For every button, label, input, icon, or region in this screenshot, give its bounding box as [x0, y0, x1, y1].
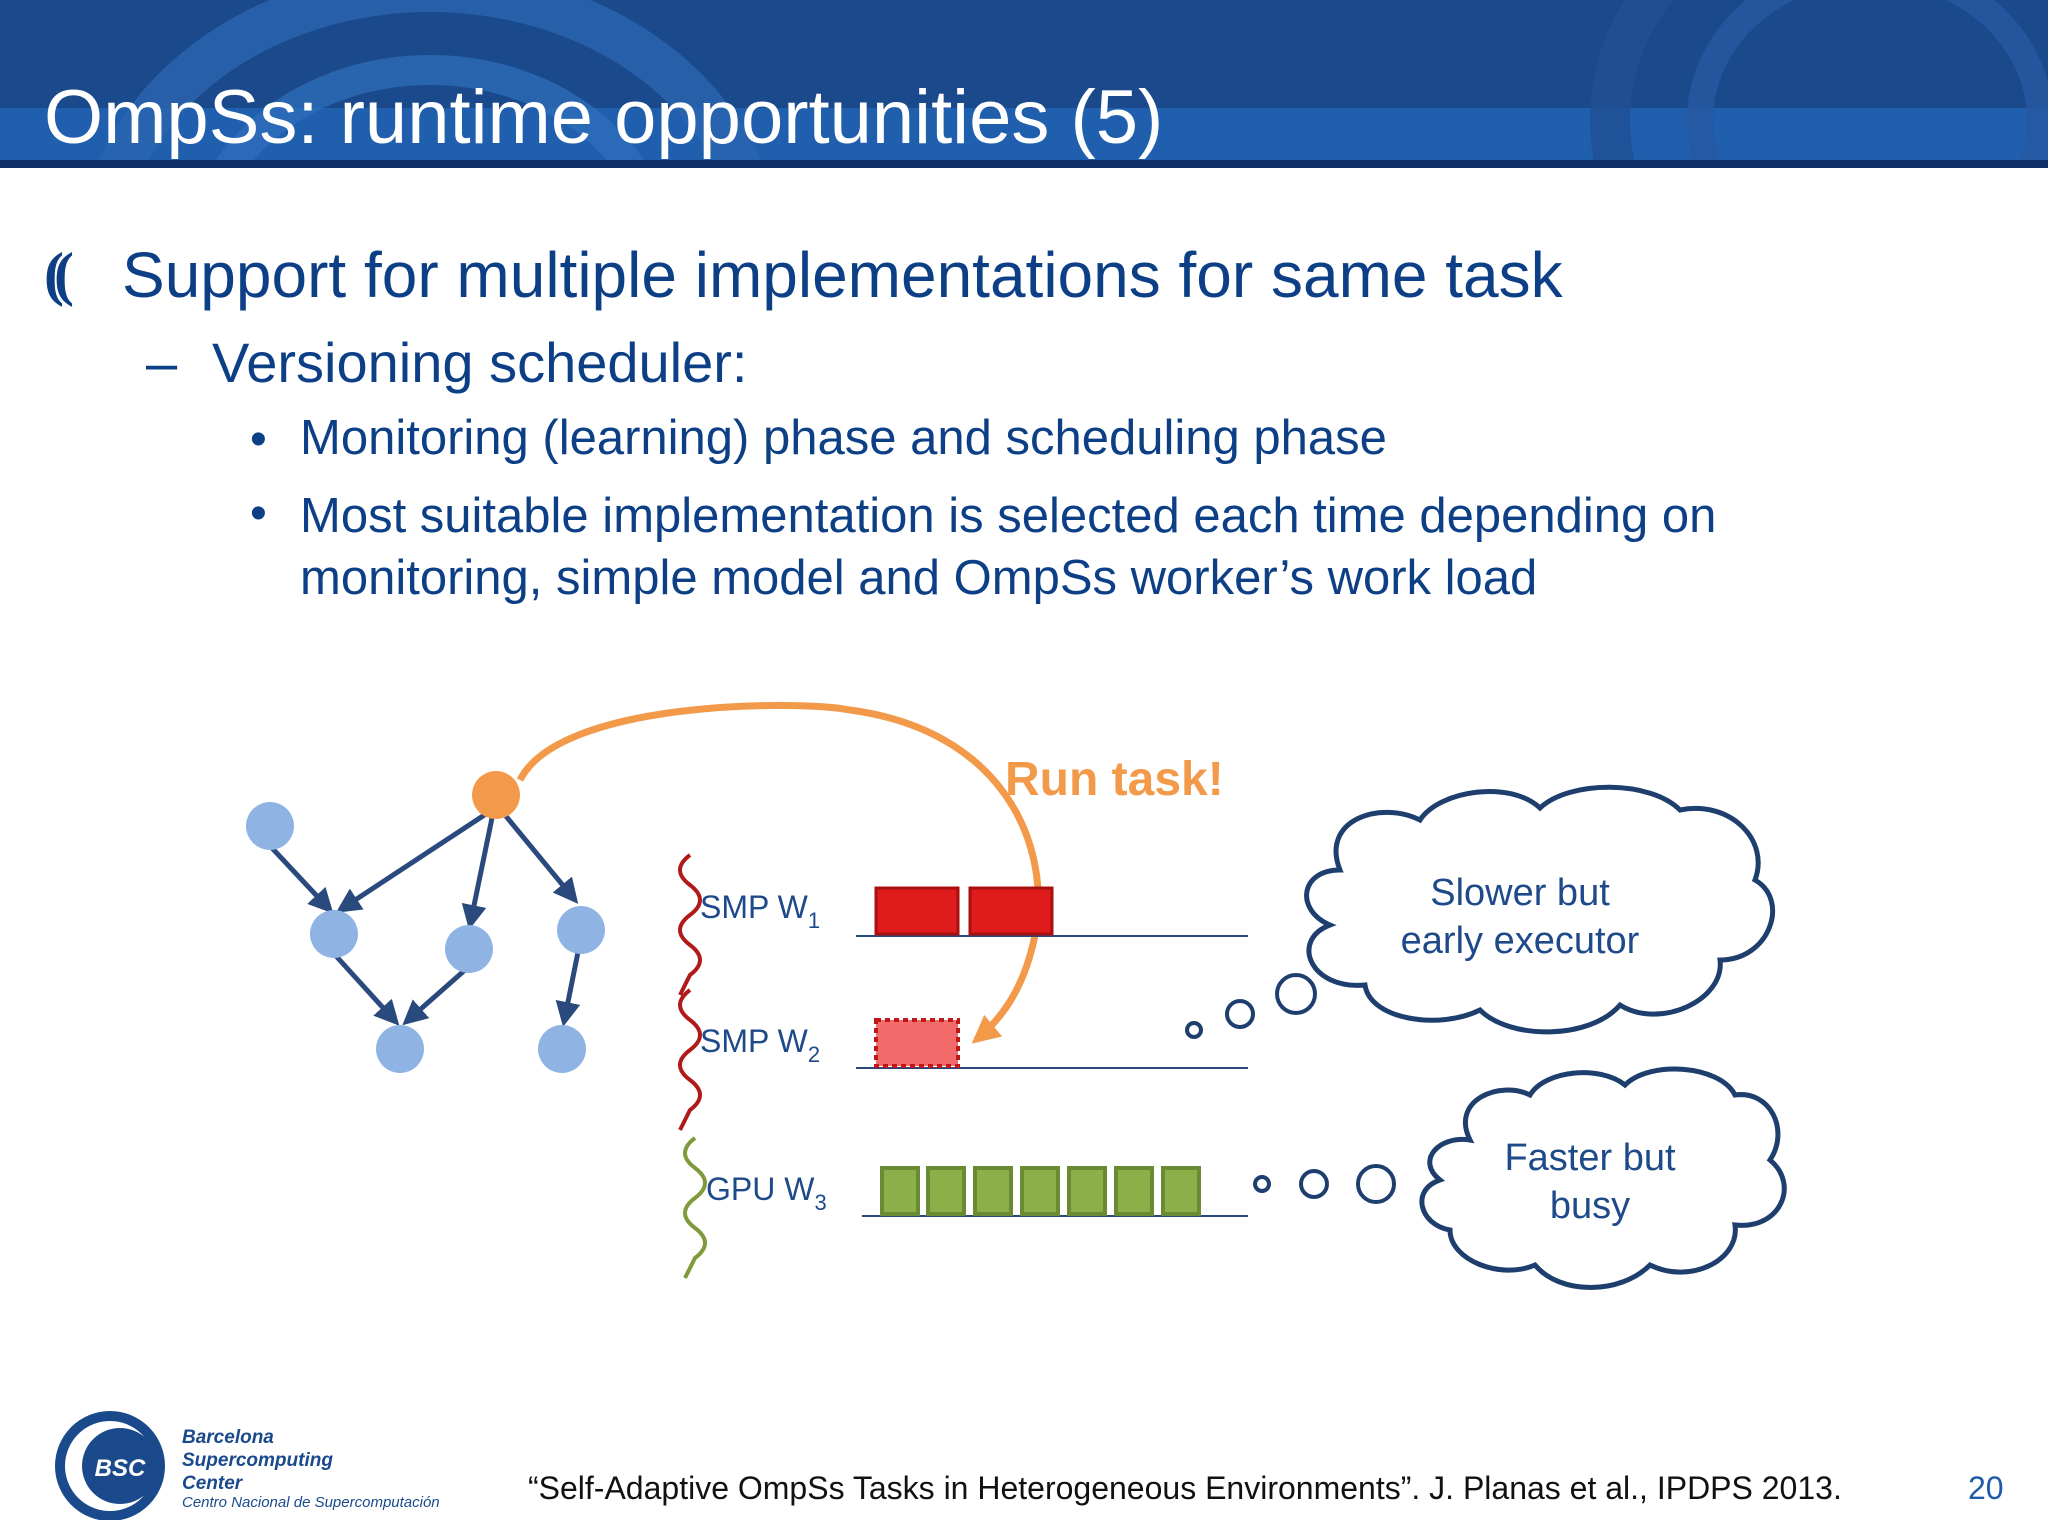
ready-task-node: [472, 771, 520, 819]
graph-edge: [461, 817, 495, 930]
task-node: [538, 1025, 586, 1073]
thought-dot: [1356, 1164, 1396, 1204]
bullet-main: Support for multiple implementations for…: [122, 239, 1563, 311]
logo-line2: Supercomputing: [182, 1450, 333, 1471]
point-monitoring: Monitoring (learning) phase and scheduli…: [300, 411, 1387, 465]
slide-title: OmpSs: runtime opportunities (5): [44, 75, 1164, 160]
logo-line3: Center: [182, 1473, 243, 1494]
thought-dot: [1275, 973, 1317, 1015]
logo-line1: Barcelona: [182, 1427, 274, 1448]
cloud-faster-line1: Faster but: [1504, 1137, 1676, 1179]
sub-bullet: Versioning scheduler:: [212, 331, 748, 394]
cloud-slower-line1: Slower but: [1430, 872, 1610, 914]
bullet-dot-2: •: [250, 487, 267, 540]
task-graph: [270, 807, 581, 1027]
cloud-slower-line2: early executor: [1401, 920, 1640, 962]
smp1-task-block: [874, 886, 960, 936]
header-banner: OmpSs: runtime opportunities (5): [0, 0, 2048, 168]
worker-label-smp1: SMP W1: [700, 889, 820, 933]
point-selection: Most suitable implementation is selected…: [300, 485, 1716, 609]
worker-label-gpu: GPU W3: [706, 1171, 827, 1215]
task-node: [557, 906, 605, 954]
smp-worker-2-squiggle-icon: [678, 988, 702, 1131]
gpu-task-block: [973, 1166, 1013, 1216]
smp-worker-1-squiggle-icon: [678, 853, 702, 996]
logo-abbrev: BSC: [95, 1455, 146, 1482]
task-node: [310, 910, 358, 958]
task-node: [445, 925, 493, 973]
graph-edge: [555, 951, 581, 1027]
graph-edge: [503, 813, 579, 904]
gpu-task-block: [880, 1166, 920, 1216]
thought-dots-1: [1185, 973, 1317, 1039]
gpu-task-block: [1067, 1166, 1107, 1216]
gpu-task-block: [1114, 1166, 1154, 1216]
worker-label-smp2: SMP W2: [700, 1023, 820, 1067]
worker-label-smp2-main: SMP W: [700, 1023, 809, 1059]
citation: “Self-Adaptive OmpSs Tasks in Heterogene…: [528, 1470, 1842, 1506]
thought-dot: [1185, 1021, 1203, 1039]
task-nodes: [246, 771, 605, 1073]
worker-label-gpu-sub: 3: [814, 1190, 826, 1215]
gpu-task-block: [1020, 1166, 1060, 1216]
worker-label-gpu-main: GPU W: [706, 1171, 815, 1207]
logo-subtitle: Centro Nacional de Supercomputación: [182, 1494, 440, 1511]
page-number: 20: [1968, 1470, 2004, 1506]
graph-edge: [270, 846, 334, 914]
thought-cloud-slower: [1304, 784, 1775, 1035]
smp2-pending-task-block: [874, 1018, 960, 1068]
worker-label-smp2-sub: 2: [808, 1042, 820, 1067]
cloud-faster-line2: busy: [1550, 1185, 1630, 1227]
thought-dot: [1253, 1175, 1271, 1193]
gpu-worker-squiggle-icon: [683, 1136, 707, 1279]
logo-name: Barcelona Supercomputing Center: [182, 1426, 333, 1495]
graph-edge: [402, 968, 467, 1026]
thought-dot: [1225, 999, 1255, 1029]
worker-label-smp1-main: SMP W: [700, 889, 809, 925]
header-decoration: [0, 0, 2048, 168]
smp1-task-block: [968, 886, 1054, 936]
run-task-arrow: [516, 701, 1042, 1044]
graph-edge: [335, 807, 494, 913]
thought-dot: [1299, 1169, 1329, 1199]
task-node: [246, 802, 294, 850]
run-task-label: Run task!: [1005, 753, 1224, 806]
gpu-task-block: [926, 1166, 966, 1216]
sub-bullet-dash: –: [146, 331, 178, 394]
gpu-task-block: [1161, 1166, 1201, 1216]
point-selection-line1: Most suitable implementation is selected…: [300, 489, 1717, 543]
task-node: [376, 1025, 424, 1073]
gpu-task-queue: [880, 1166, 1201, 1216]
worker-label-smp1-sub: 1: [808, 908, 820, 933]
graph-edge: [334, 954, 400, 1026]
bsc-logo-icon: BSC: [55, 1411, 165, 1520]
thought-cloud-faster: [1419, 1066, 1787, 1290]
bullet-dot-1: •: [250, 413, 267, 466]
thought-dots-2: [1253, 1164, 1396, 1204]
point-selection-line2: monitoring, simple model and OmpSs worke…: [300, 551, 1538, 605]
